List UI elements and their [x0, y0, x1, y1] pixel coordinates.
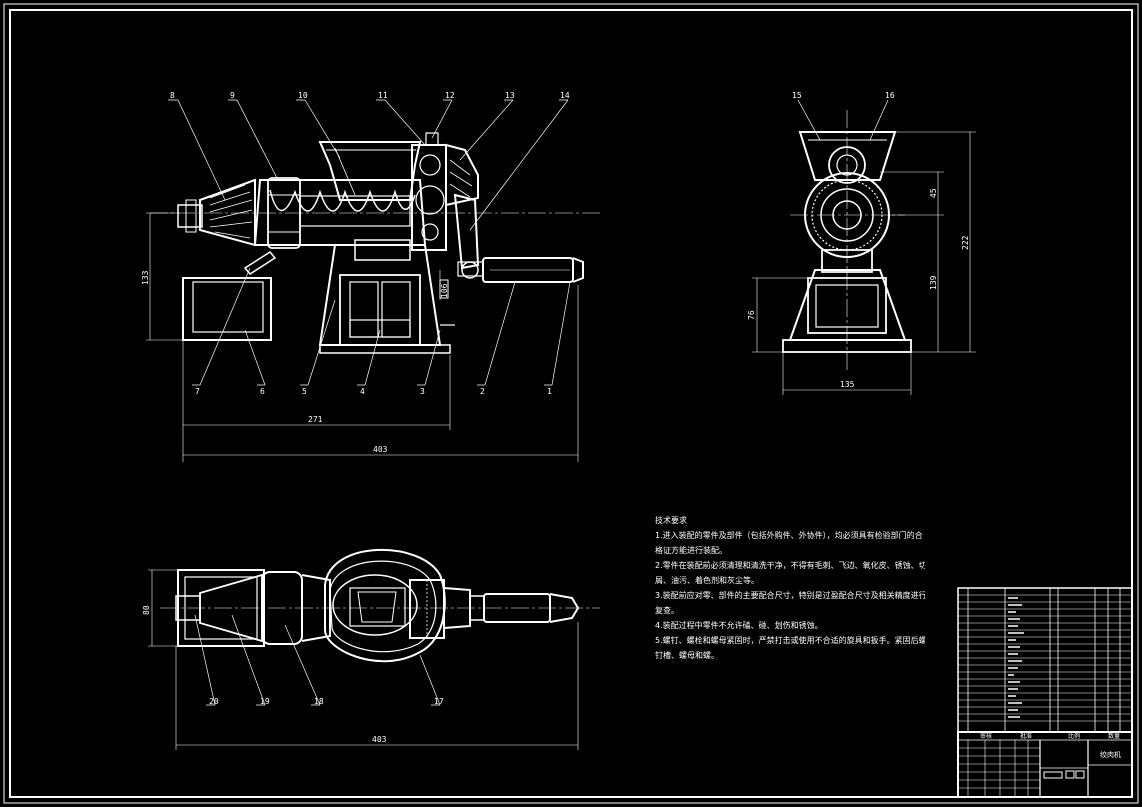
- front-view: [146, 99, 600, 462]
- tech-req-line-3: 2.零件在装配前必须清理和清洗干净，不得有毛刺、飞边、氧化皮、锈蚀、切: [655, 561, 925, 570]
- front-view-labels: 8 9 10 11 12 13 14 7 6 5 4 3 2 1 133 271…: [141, 91, 570, 454]
- dim-106: 106: [440, 283, 449, 298]
- tech-req-line-1: 1.进入装配的零件及部件（包括外购件、外协件），均必须具有检验部门的合: [655, 531, 923, 540]
- balloon-15: 15: [792, 91, 802, 100]
- balloon-12: 12: [445, 91, 455, 100]
- balloon-11: 11: [378, 91, 388, 100]
- title-block: [957, 731, 1133, 798]
- top-view-labels: 20 19 18 17 80 403: [142, 605, 444, 744]
- dim-45: 45: [929, 188, 938, 198]
- dim-135: 135: [840, 380, 855, 389]
- balloon-10: 10: [298, 91, 308, 100]
- balloon-2: 2: [480, 387, 485, 396]
- balloon-20: 20: [209, 697, 219, 706]
- balloon-18: 18: [314, 697, 324, 706]
- title-block-label-a: 审核: [980, 732, 992, 740]
- tech-req-line-8: 5.螺钉、螺栓和螺母紧固时，严禁打击或使用不合适的旋具和扳手。紧固后螺: [655, 636, 925, 645]
- tech-requirements-title: 技术要求: [655, 516, 687, 525]
- balloon-3: 3: [420, 387, 425, 396]
- dim-133: 133: [141, 270, 150, 285]
- balloon-17: 17: [434, 697, 444, 706]
- outer-frame: [3, 3, 1139, 804]
- dim-403-top: 403: [372, 735, 387, 744]
- dim-222: 222: [961, 235, 970, 250]
- balloon-13: 13: [505, 91, 515, 100]
- title-block-labels: 审核 批准 比例 数量 绞肉机: [980, 732, 1121, 759]
- side-view: [752, 99, 976, 395]
- balloon-19: 19: [260, 697, 270, 706]
- tech-req-line-7: 4.装配过程中零件不允许磕、碰、划伤和锈蚀。: [655, 621, 823, 630]
- balloon-1: 1: [547, 387, 552, 396]
- tech-req-line-5: 3.装配前应对零、部件的主要配合尺寸，特别是过盈配合尺寸及相关精度进行: [655, 591, 925, 600]
- tech-req-line-9: 钉槽、螺母和螺。: [655, 651, 719, 660]
- dim-403: 403: [373, 445, 388, 454]
- drawing-name: 绞肉机: [1100, 750, 1121, 759]
- balloon-5: 5: [302, 387, 307, 396]
- balloon-16: 16: [885, 91, 895, 100]
- top-view: [148, 549, 600, 750]
- tech-requirements: 技术要求 1.进入装配的零件及部件（包括外购件、外协件），均必须具有检验部门的合…: [655, 513, 925, 663]
- balloon-9: 9: [230, 91, 235, 100]
- dim-76: 76: [747, 310, 756, 320]
- title-block-label-c: 比例: [1068, 732, 1080, 740]
- balloon-7: 7: [195, 387, 200, 396]
- dim-139: 139: [929, 275, 938, 290]
- tech-req-line-4: 屑、油污、着色剂和灰尘等。: [655, 576, 759, 585]
- tech-req-line-6: 复查。: [655, 606, 679, 615]
- inner-frame: [9, 9, 1133, 798]
- parts-list: [957, 587, 1133, 733]
- dim-271: 271: [308, 415, 323, 424]
- balloon-4: 4: [360, 387, 365, 396]
- dim-80: 80: [142, 605, 151, 615]
- title-block-label-b: 批准: [1020, 732, 1032, 740]
- balloon-6: 6: [260, 387, 265, 396]
- balloon-14: 14: [560, 91, 570, 100]
- balloon-8: 8: [170, 91, 175, 100]
- title-block-label-d: 数量: [1108, 732, 1120, 740]
- tech-req-line-2: 格证方能进行装配。: [655, 546, 727, 555]
- side-view-labels: 15 16 76 135 45 139 222: [747, 91, 970, 389]
